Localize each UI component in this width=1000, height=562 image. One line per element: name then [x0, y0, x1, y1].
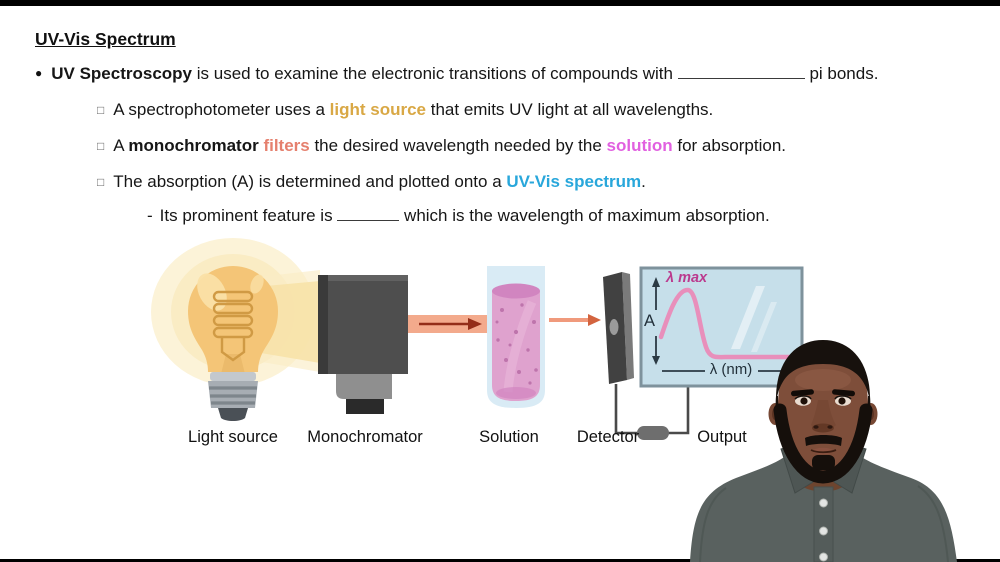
beard: [773, 403, 873, 484]
label-monochromator: Monochromator: [307, 428, 423, 446]
sub-bullet-monochromator: □A monochromator filters the desired wav…: [97, 136, 787, 155]
sub-bullet-light-source: □A spectrophotometer uses a light source…: [97, 100, 714, 119]
note-lambda-max: -Its prominent feature is which is the w…: [147, 206, 770, 225]
term-filters: filters: [263, 136, 310, 155]
term-monochromator: monochromator: [128, 136, 264, 155]
screen-shine: [751, 302, 777, 352]
label-light-source: Light source: [188, 428, 278, 446]
monochromator-illustration: [318, 275, 408, 414]
bullet-main: ●UV Spectroscopy is used to examine the …: [35, 64, 879, 83]
solution-illustration: [487, 266, 545, 408]
light-source-illustration: [188, 266, 278, 421]
presenter: [690, 340, 957, 562]
label-detector: Detector: [576, 428, 640, 446]
sub-bullet-absorption: □The absorption (A) is determined and pl…: [97, 172, 646, 191]
x-axis-label: λ (nm): [709, 361, 753, 378]
bullet-icon: ●: [35, 66, 43, 80]
square-bullet-icon: □: [97, 175, 105, 189]
label-solution: Solution: [479, 428, 539, 446]
beam-arrow-1: [408, 315, 490, 333]
dash-icon: -: [147, 206, 153, 225]
output-screen-illustration: [639, 266, 804, 388]
page-title: UV-Vis Spectrum: [35, 29, 176, 49]
square-bullet-icon: □: [97, 139, 105, 153]
fill-blank-lambda-max: [337, 206, 400, 221]
beam-arrow-2: [549, 314, 601, 326]
label-output: Output: [697, 428, 747, 446]
y-axis-label: A: [644, 312, 656, 330]
lambda-max-label: λ max: [666, 270, 708, 286]
bottom-border-bar: [0, 559, 1000, 562]
term-light-source: light source: [329, 100, 427, 119]
hair: [775, 340, 871, 402]
placket: [813, 486, 834, 562]
square-bullet-icon: □: [97, 103, 105, 117]
nose: [811, 400, 836, 429]
term-uv-spectroscopy: UV Spectroscopy: [51, 64, 193, 83]
mustache: [805, 435, 842, 446]
top-border-bar: [0, 0, 1000, 6]
fill-blank-pi-bonds: [677, 64, 805, 79]
screen-shine: [731, 286, 765, 349]
term-uv-vis-spectrum: UV-Vis spectrum: [506, 172, 642, 191]
absorption-curve: [658, 287, 803, 360]
term-solution: solution: [606, 136, 673, 155]
detector-illustration: [603, 272, 690, 440]
